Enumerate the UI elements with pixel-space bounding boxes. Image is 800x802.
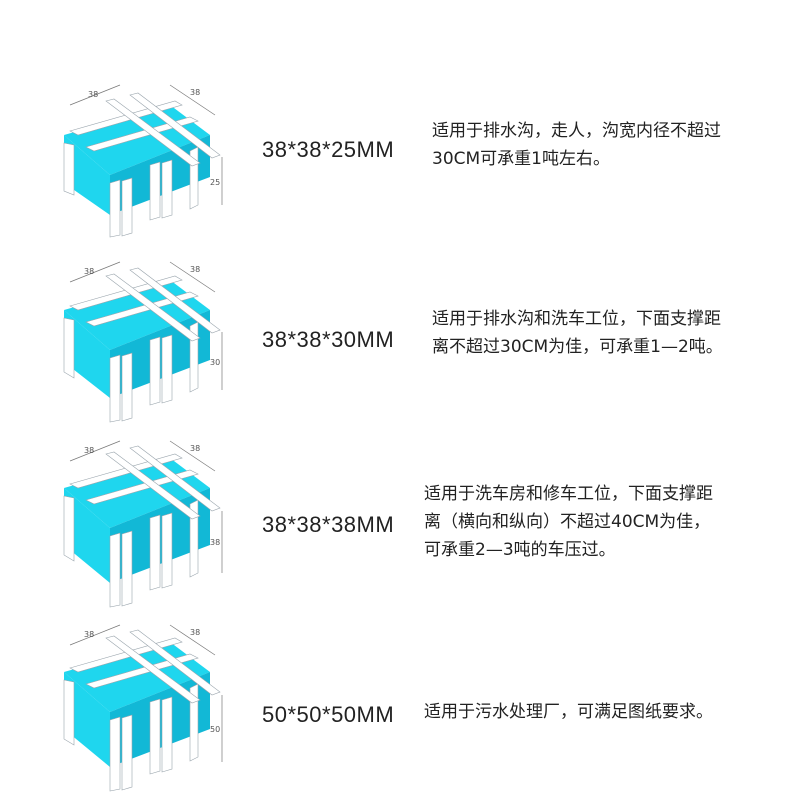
- grating-body: [63, 267, 221, 423]
- grating-diagram-1: 38 38 25: [63, 84, 223, 238]
- grating-diagram-2: 38 38 30: [63, 261, 223, 423]
- dim-top-left: 38: [84, 446, 94, 455]
- description-line: 30CM可承重1吨左右。: [432, 149, 610, 169]
- product-row-3: 38 38 38 38*38*38MM 适用于洗车房和修车工位，下面支撑距 离（…: [0, 428, 800, 618]
- size-label: 38*38*25MM: [262, 137, 395, 162]
- size-label: 38*38*30MM: [262, 327, 395, 352]
- dim-height: 25: [210, 178, 220, 187]
- description: 适用于洗车房和修车工位，下面支撑距 离（横向和纵向）不超过40CM为佳， 可承重…: [424, 480, 713, 564]
- dim-top-left: 38: [84, 630, 94, 639]
- dim-top-right: 38: [190, 88, 200, 97]
- dim-height: 50: [210, 725, 220, 734]
- description-line: 适用于排水沟，走人，沟宽内径不超过: [432, 121, 721, 141]
- grating-body: [63, 629, 221, 792]
- description-line: 可承重2—3吨的车压过。: [424, 540, 616, 560]
- description-line: 适用于排水沟和洗车工位，下面支撑距: [432, 309, 721, 329]
- description-line: 适用于洗车房和修车工位，下面支撑距: [424, 484, 713, 504]
- grating-body: [63, 445, 221, 608]
- dim-top-right: 38: [190, 628, 200, 637]
- description-line: 适用于污水处理厂，可满足图纸要求。: [424, 702, 713, 722]
- dim-top-right: 38: [190, 444, 200, 453]
- dim-height: 38: [210, 538, 220, 547]
- product-row-1: 38 38 25 38*38*25MM 适用于排水沟，走人，沟宽内径不超过 30…: [0, 55, 800, 245]
- dim-top-right: 38: [190, 265, 200, 274]
- description: 适用于污水处理厂，可满足图纸要求。: [424, 698, 713, 726]
- dim-top-left: 38: [88, 90, 98, 99]
- dim-top-left: 38: [84, 267, 94, 276]
- grating-diagram-3: 38 38 38: [63, 440, 223, 608]
- description-line: 离不超过30CM为佳，可承重1—2吨。: [432, 337, 723, 357]
- dim-height: 30: [210, 358, 220, 367]
- description: 适用于排水沟，走人，沟宽内径不超过 30CM可承重1吨左右。: [432, 117, 721, 173]
- product-row-4: 38 38 50 50*50*50MM 适用于污水处理厂，可满足图纸要求。: [0, 612, 800, 802]
- size-label: 38*38*38MM: [262, 512, 395, 537]
- product-row-2: 38 38 30 38*38*30MM 适用于排水沟和洗车工位，下面支撑距 离不…: [0, 245, 800, 435]
- description: 适用于排水沟和洗车工位，下面支撑距 离不超过30CM为佳，可承重1—2吨。: [432, 305, 723, 361]
- description-line: 离（横向和纵向）不超过40CM为佳，: [424, 512, 711, 532]
- grating-diagram-4: 38 38 50: [63, 624, 223, 792]
- grating-body: [63, 92, 221, 238]
- size-label: 50*50*50MM: [262, 702, 395, 727]
